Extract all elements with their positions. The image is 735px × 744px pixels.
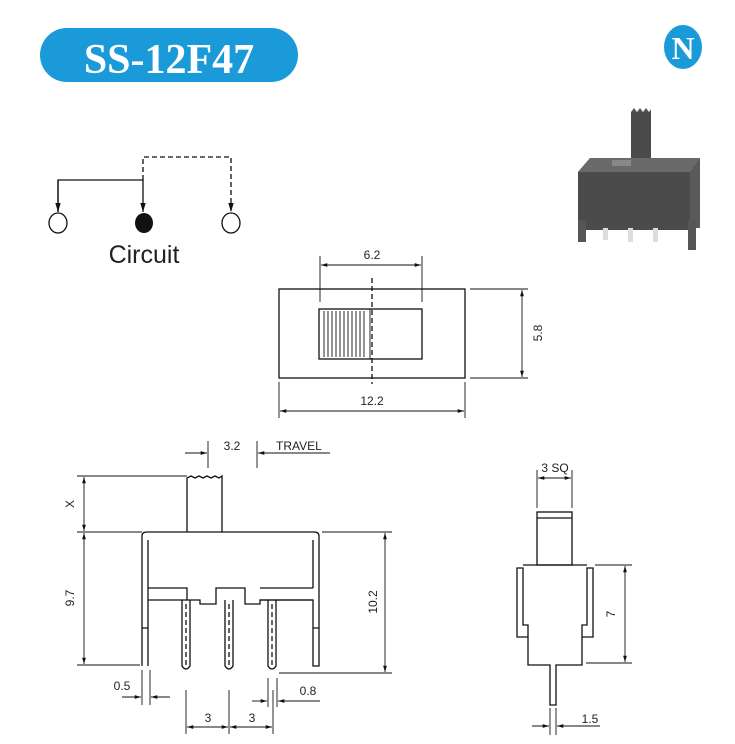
product-photo [578, 108, 700, 250]
dim-total-height: 10.2 [366, 590, 380, 614]
dim-leg-height: 7 [604, 610, 618, 617]
dim-actuator-size: 3 SQ [541, 461, 568, 475]
dim-pitch-right: 3 [249, 711, 256, 725]
terminal-open-icon [48, 212, 68, 234]
dim-pin-width: 0.8 [300, 684, 317, 698]
dim-travel: 3.2 [224, 439, 241, 453]
terminal-open-icon [221, 212, 241, 234]
dim-actuator-height: X [63, 500, 77, 508]
svg-text:N: N [671, 30, 694, 66]
dim-leg-thickness: 0.5 [114, 679, 131, 693]
dim-body-height: 9.7 [63, 589, 77, 606]
brand-logo: N [664, 25, 702, 69]
dim-pin-offset: 1.5 [582, 712, 599, 726]
dim-pitch-left: 3 [205, 711, 212, 725]
top-view-drawing: 6.2 5.8 12.2 [278, 248, 545, 418]
side-view-drawing: 3.2 TRAVEL X 9.7 10.2 0.5 3 3 0.8 [63, 439, 392, 734]
travel-label: TRAVEL [276, 439, 322, 453]
dim-height: 5.8 [531, 324, 545, 341]
circuit-diagram: Circuit [48, 156, 241, 269]
end-view-drawing: 3 SQ 7 1.5 [516, 461, 632, 735]
model-title: SS-12F47 [84, 37, 254, 83]
circuit-label: Circuit [109, 241, 180, 269]
title-badge: SS-12F47 [40, 28, 298, 83]
dim-slider-width: 6.2 [364, 248, 381, 262]
dim-length: 12.2 [360, 394, 384, 408]
terminal-common-icon [135, 213, 153, 233]
